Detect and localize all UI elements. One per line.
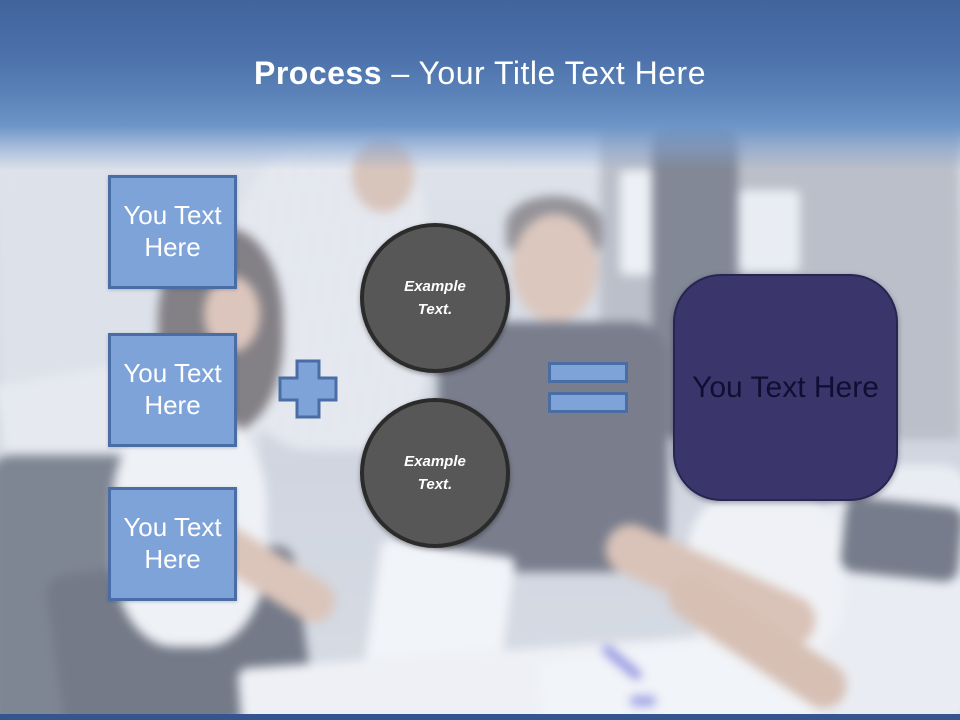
slide-title: Process – Your Title Text Here: [0, 55, 960, 92]
bottom-accent-bar: [0, 714, 960, 720]
process-box-1-label: You Text Here: [123, 200, 222, 262]
example-circle-1: Example Text.: [360, 223, 510, 373]
process-box-2: You Text Here: [108, 333, 237, 447]
slide-title-emphasis: Process: [253, 55, 383, 91]
example-circle-2: Example Text.: [360, 398, 510, 548]
example-circle-2-label: Example Text.: [404, 452, 466, 493]
equals-icon: [548, 362, 628, 413]
photo-radiator: [738, 190, 800, 272]
photo-suit-man-face: [512, 214, 598, 322]
header-gradient-band: [0, 0, 960, 170]
result-box: You Text Here: [673, 274, 898, 501]
result-box-label: You Text Here: [692, 370, 879, 404]
equals-bar-top: [548, 362, 628, 383]
equals-bar-bottom: [548, 392, 628, 413]
example-circle-1-label: Example Text.: [404, 277, 466, 318]
slide-title-separator: –: [382, 55, 419, 91]
photo-blue-pen: [630, 696, 656, 706]
process-box-3: You Text Here: [108, 487, 237, 601]
process-box-3-label: You Text Here: [123, 512, 222, 574]
plus-icon: [278, 359, 338, 419]
slide-title-text: Your Title Text Here: [418, 55, 706, 91]
process-box-1: You Text Here: [108, 175, 237, 289]
process-box-2-label: You Text Here: [123, 358, 222, 420]
